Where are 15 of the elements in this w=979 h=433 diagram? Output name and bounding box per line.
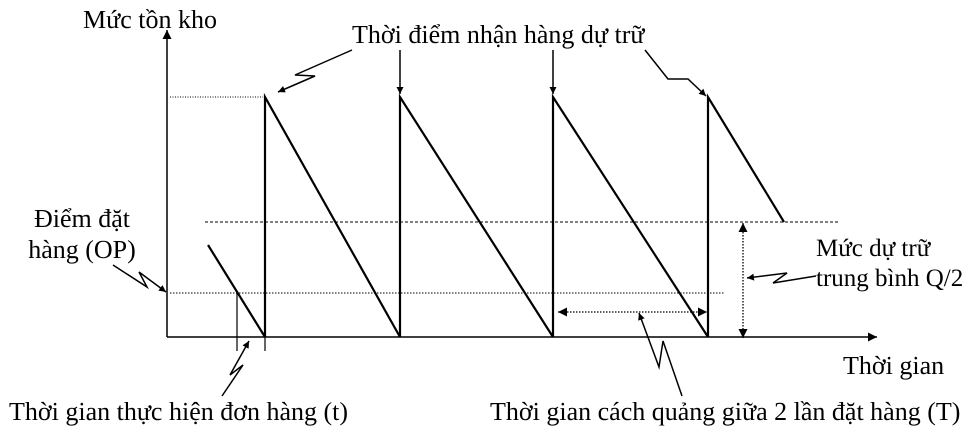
- leader-arrow: [638, 312, 683, 396]
- leader-arrow: [644, 50, 707, 97]
- leader-arrow: [112, 264, 166, 293]
- callout-text: Thời điểm nhận hàng dự trữ: [352, 19, 644, 50]
- callout-text: Điểm đặt hàng (OP): [6, 203, 158, 266]
- leader-arrow: [396, 50, 404, 94]
- axis-label: Thời gian: [843, 350, 944, 382]
- leader-arrow: [221, 340, 250, 396]
- callout-text: Mức dự trữ trung bình Q/2: [816, 234, 979, 294]
- leader-arrow: [746, 272, 816, 284]
- axis-label: Mức tồn kho: [83, 4, 217, 36]
- leader-arrow: [550, 50, 556, 94]
- leader-arrow: [278, 49, 352, 93]
- callout-text: Thời gian thực hiện đơn hàng (t): [9, 396, 348, 428]
- callout-text: Thời gian cách quảng giữa 2 lần đặt hàng (T): [490, 396, 960, 428]
